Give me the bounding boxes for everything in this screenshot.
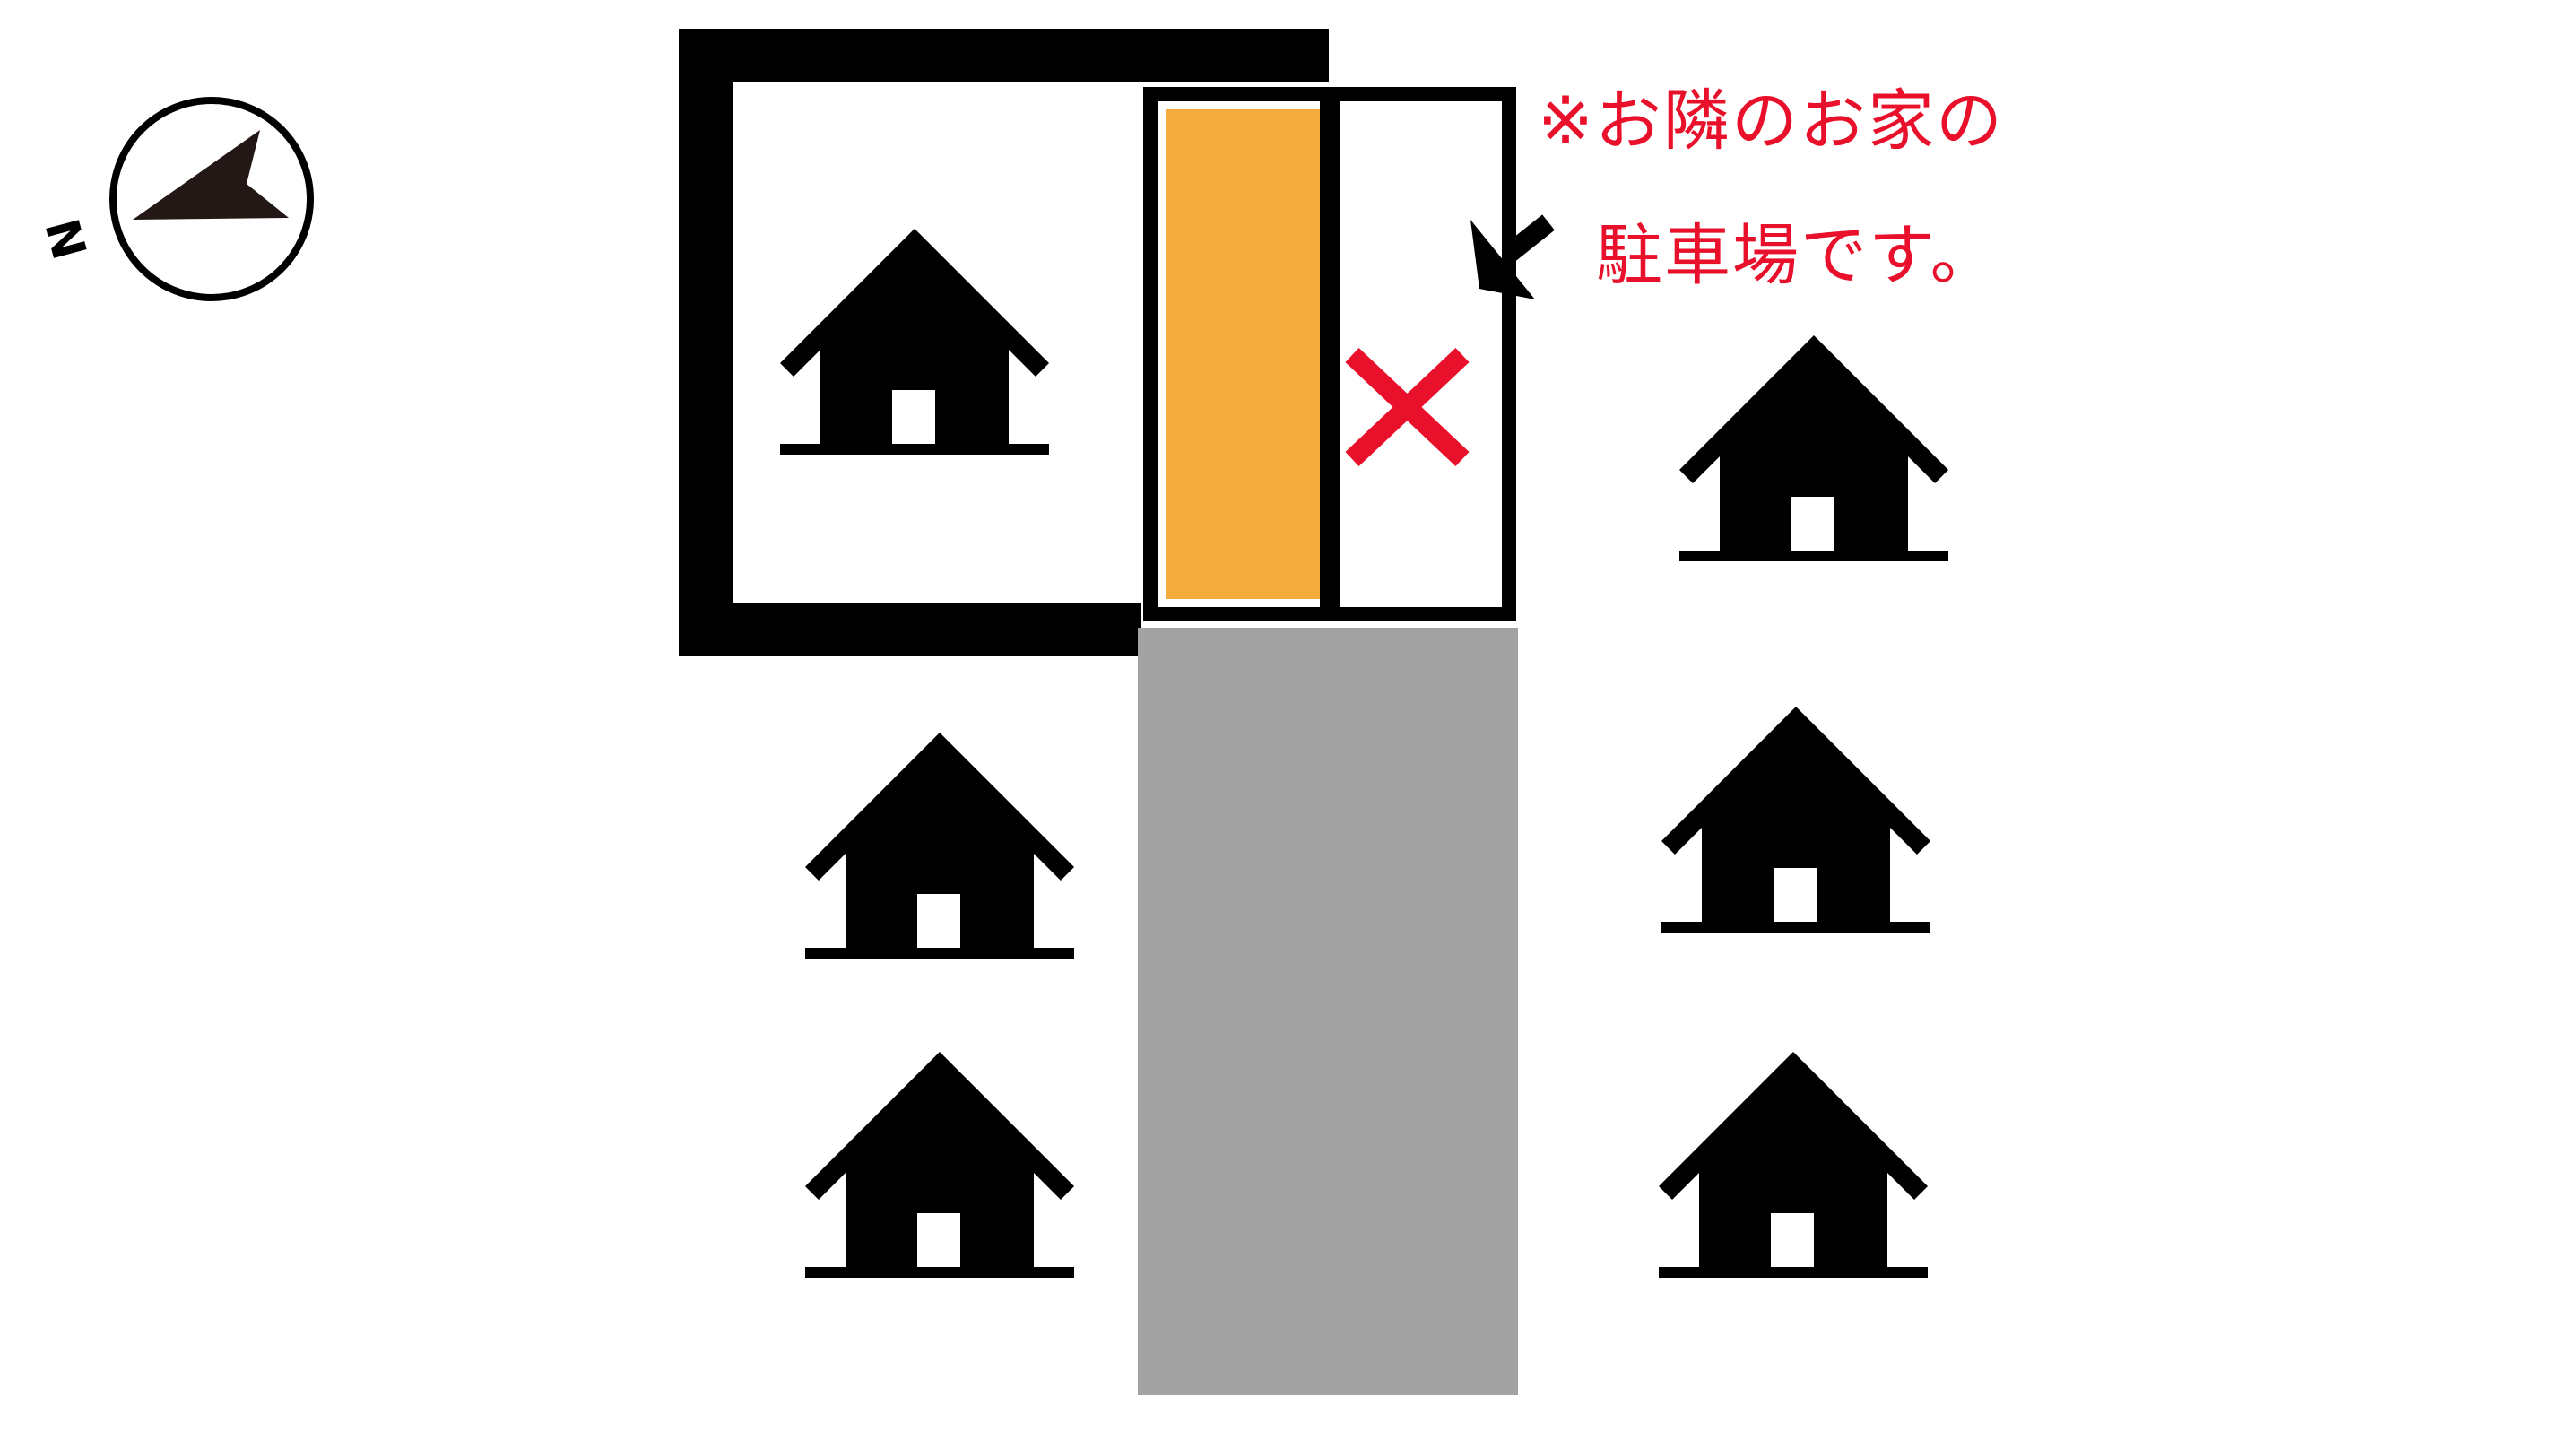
compass-ring <box>109 97 314 301</box>
lot-bottom-border <box>679 603 1141 656</box>
house-icon <box>780 229 1049 455</box>
property-lot <box>679 29 1329 656</box>
house-icon <box>1659 1052 1928 1278</box>
house-icon <box>1661 707 1930 933</box>
cross-mark-icon <box>1345 347 1470 467</box>
house-icon <box>805 1052 1074 1278</box>
parking-slot-divider <box>1320 94 1340 614</box>
lot-left-border <box>679 29 733 656</box>
parking-slots <box>1143 87 1516 621</box>
house-icon <box>1679 335 1948 561</box>
arrow-pointer-icon <box>1470 214 1555 299</box>
compass-needle-icon <box>133 130 289 220</box>
house-icon <box>805 733 1074 959</box>
lot-top-border <box>679 29 1329 82</box>
available-parking-slot <box>1166 109 1320 599</box>
road <box>1138 628 1518 1395</box>
compass <box>109 97 314 301</box>
note-text-line-2: 駐車場です。 <box>1596 217 1999 294</box>
note-text-line-1: ※お隣のお家の <box>1538 82 2005 160</box>
